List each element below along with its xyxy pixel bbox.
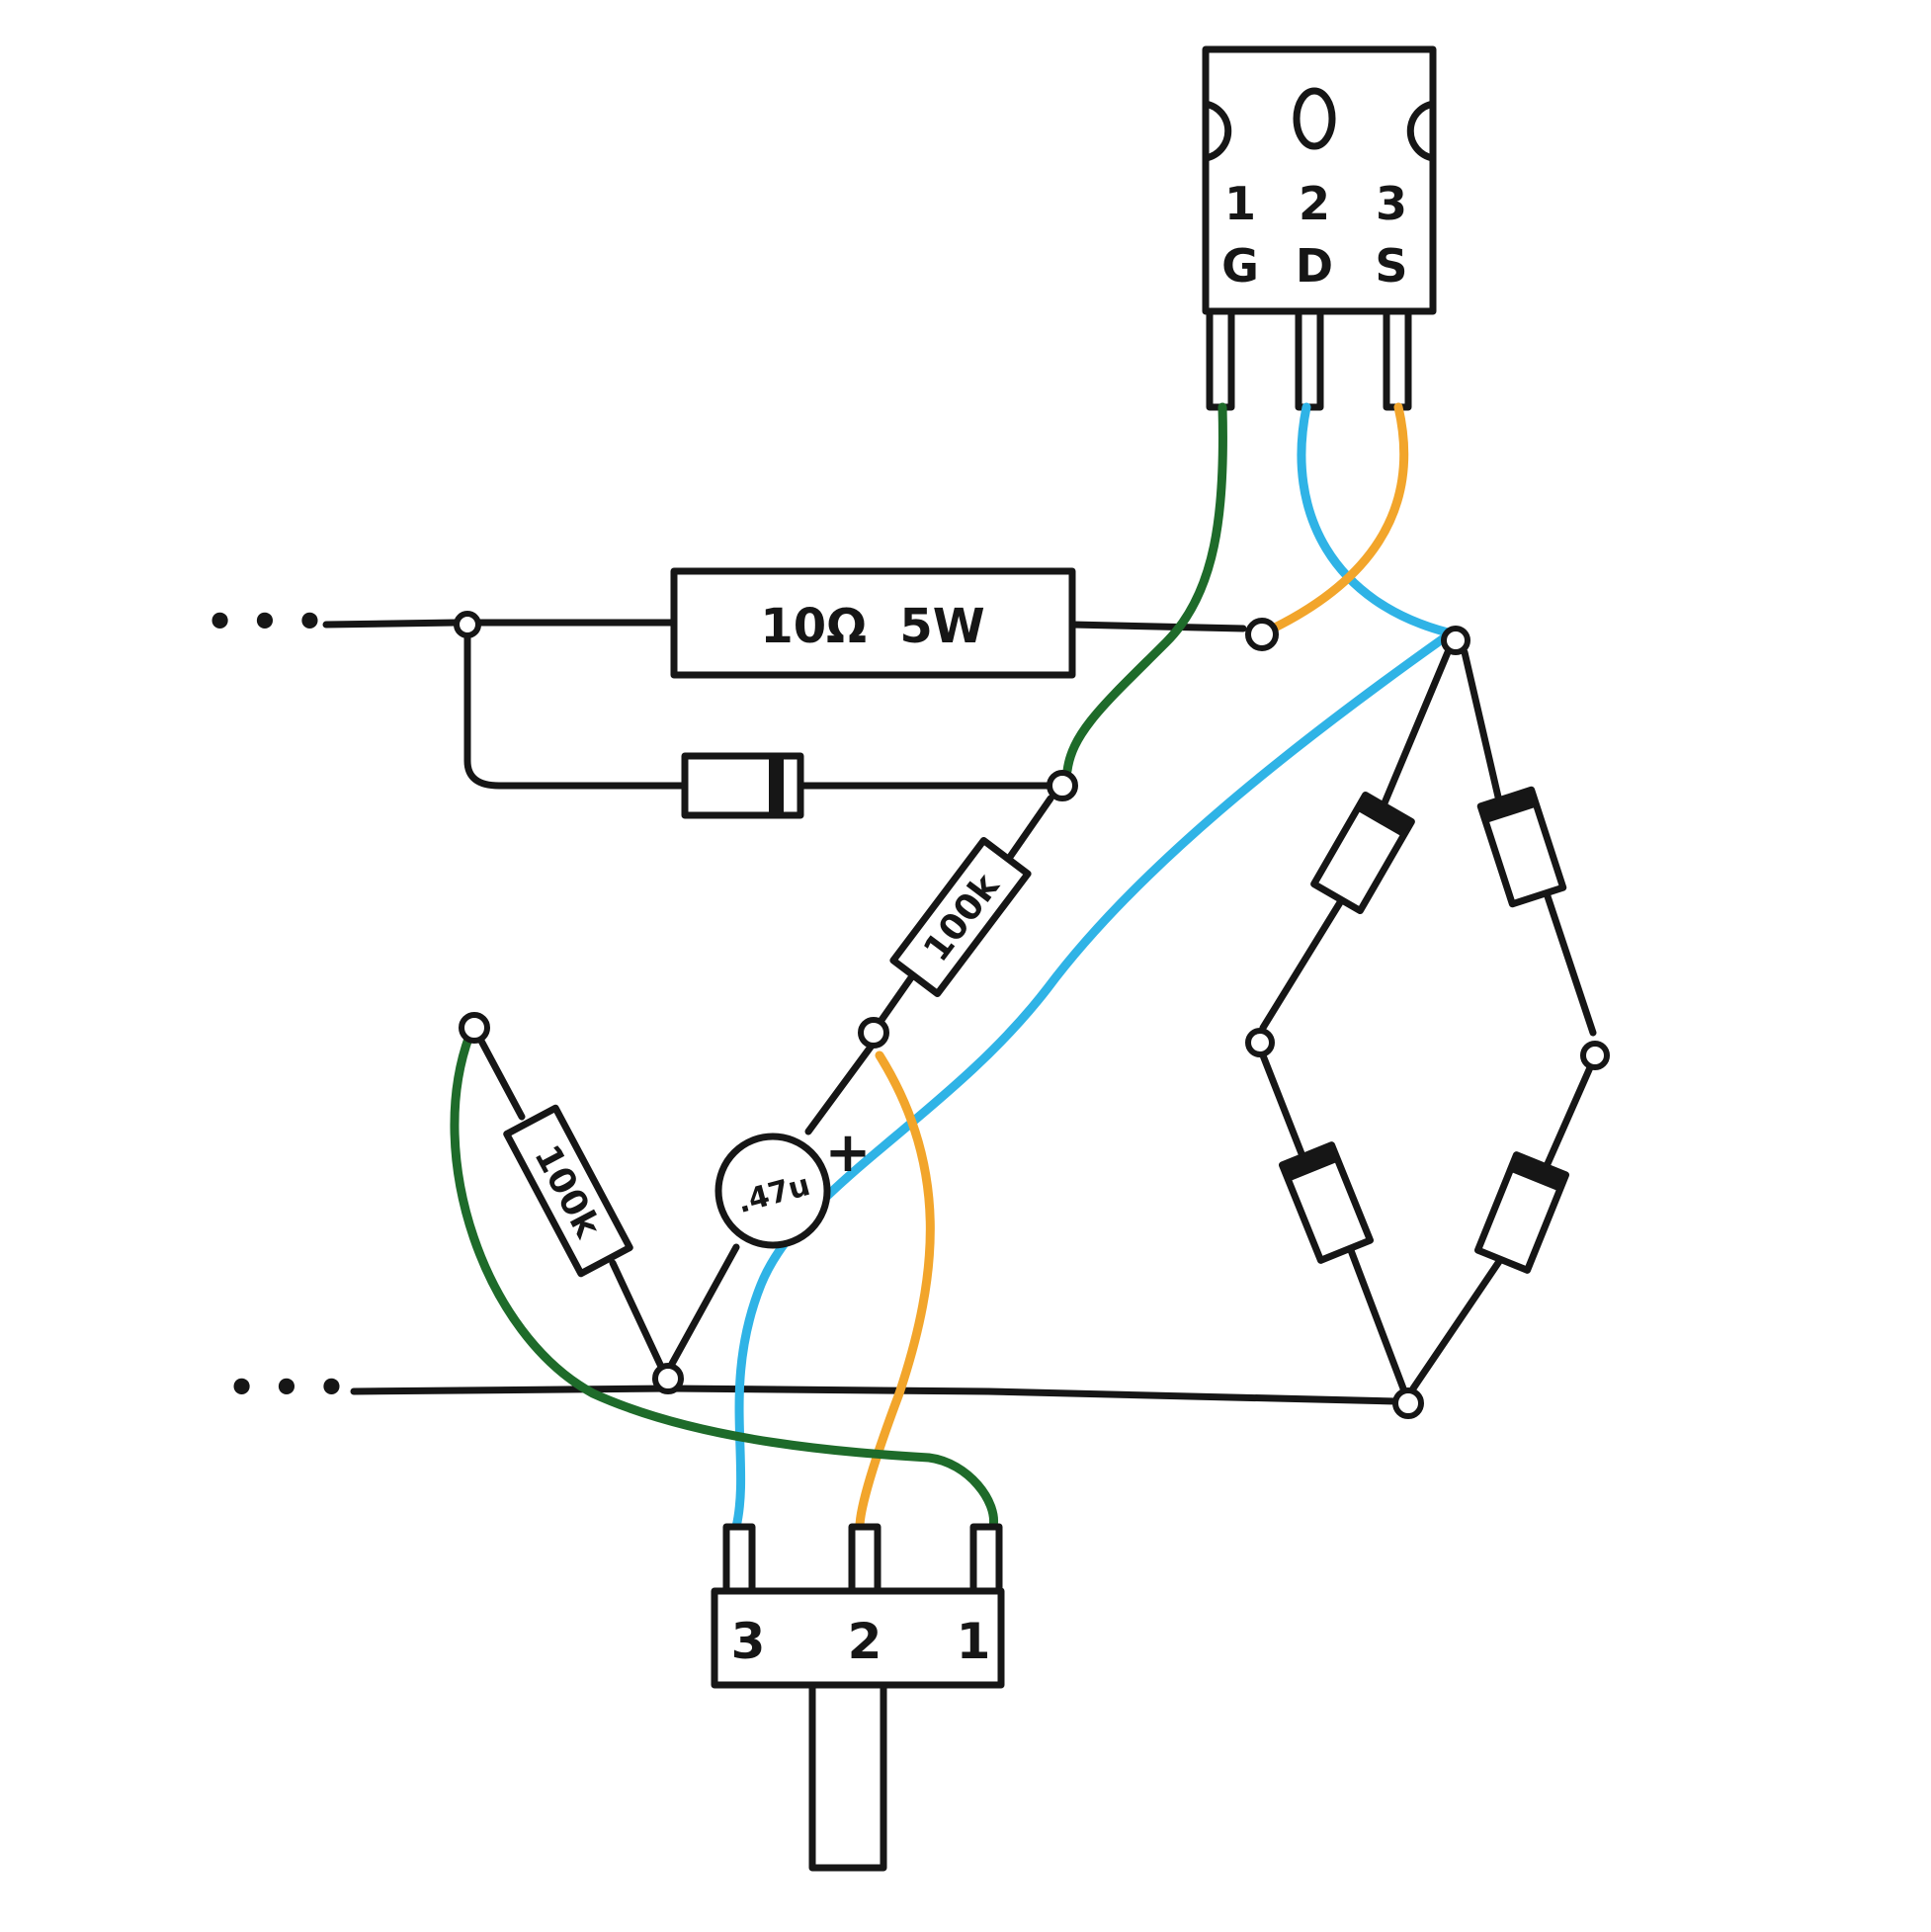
node-bridge-bottom	[1392, 1387, 1424, 1419]
pot-pin-3-leg	[722, 1523, 756, 1595]
bridge-diode-1-band	[1356, 795, 1412, 838]
pot-pin-1-leg	[969, 1523, 1003, 1595]
mosfet-leg-drain	[1295, 307, 1324, 411]
pot-pin-1-label: 1	[957, 1613, 991, 1670]
bridge-wire-3	[1461, 648, 1504, 809]
bridge-wire-7	[1345, 1241, 1407, 1392]
node-lower-100k-top	[459, 1012, 490, 1044]
bridge-wire-2	[1259, 895, 1346, 1032]
resistor-10ohm-label: 10Ω 5W	[760, 599, 984, 654]
pot-pin3-wire	[731, 632, 1450, 1532]
node-bottom-junction	[652, 1363, 684, 1394]
bridge-diode-2-band	[1480, 790, 1538, 824]
pot-pin-3-label: 3	[731, 1613, 766, 1670]
bridge-diode-3-band	[1282, 1144, 1339, 1182]
source-wire	[1270, 402, 1409, 632]
capacitor-body	[714, 1133, 831, 1249]
node-drain-bridge-top	[1441, 626, 1470, 655]
bridge-wire-1	[1380, 648, 1452, 809]
bridge-diode-1	[1310, 791, 1415, 915]
resistor-100k-upper: 100k	[889, 836, 1032, 998]
node-to-capacitor-wire	[804, 1042, 876, 1135]
bottom-rail-wire	[350, 1385, 1399, 1405]
black-wiring	[322, 619, 1597, 1405]
mosfet-left-notch	[1202, 100, 1232, 162]
gate-wire	[1062, 402, 1227, 776]
bridge-wire-4	[1540, 881, 1597, 1037]
resistor-100k-lower: 100k	[503, 1104, 633, 1278]
mosfet-pin-3-number: 3	[1376, 177, 1407, 230]
mosfet-pin-gate-label: G	[1221, 239, 1259, 293]
pot-shaft	[808, 1681, 887, 1872]
top-rail-wire-left	[322, 619, 461, 629]
capacitor-047u: .47u +	[714, 1121, 872, 1249]
capacitor-polarity-mark: +	[825, 1121, 872, 1185]
node-bridge-left	[1245, 1028, 1275, 1057]
node-gate-junction	[1047, 770, 1078, 801]
diode-horizontal-cathode-band	[769, 756, 784, 815]
mosfet-right-notch	[1406, 100, 1437, 162]
mosfet-pin-drain-label: D	[1296, 239, 1333, 293]
pot-pin1-wire	[450, 1031, 999, 1532]
100k-upper-to-node-wire	[876, 969, 918, 1027]
mosfet-leg-gate	[1206, 307, 1235, 411]
pot-pin-2-label: 2	[848, 1613, 882, 1670]
bridge-wire-6	[1543, 1061, 1595, 1170]
resistor-100k-lower-body	[503, 1104, 633, 1278]
mosfet-pin-1-number: 1	[1224, 177, 1256, 230]
capacitor-to-junction-wire	[668, 1243, 740, 1368]
node-source-terminal	[1245, 618, 1279, 651]
resistor-10ohm-5w: 10Ω 5W	[670, 567, 1076, 679]
bridge-diode-4	[1473, 1151, 1570, 1274]
lower-100k-bottom-wire	[609, 1259, 666, 1373]
bridge-wire-5	[1259, 1051, 1308, 1165]
drain-wire	[1297, 402, 1453, 637]
top-rail-wire-right	[1068, 621, 1247, 632]
mosfet-leg-source	[1383, 307, 1412, 411]
top-rail-continuation: • • •	[206, 595, 324, 648]
bridge-diode-2	[1476, 786, 1567, 908]
diode-branch-wire	[463, 630, 689, 790]
mosfet-pin-2-number: 2	[1299, 177, 1330, 230]
junction-nodes	[454, 611, 1610, 1419]
mosfet-mount-hole	[1293, 87, 1336, 150]
lower-100k-top-wire	[471, 1026, 526, 1121]
pot-pin2-wire	[855, 1050, 935, 1532]
node-cap-plus	[858, 1017, 889, 1049]
node-top-rail-left	[454, 611, 481, 638]
resistor-100k-upper-body	[889, 836, 1032, 998]
node-to-100k-upper-wire	[1004, 795, 1054, 864]
mosfet-transistor: 1 2 3 G D S	[1202, 45, 1437, 411]
diode-horizontal	[681, 752, 804, 819]
bridge-diode-2-body	[1476, 786, 1567, 908]
mosfet-pin-source-label: S	[1375, 239, 1407, 293]
bridge-wire-8	[1409, 1256, 1504, 1392]
node-bridge-right	[1580, 1041, 1610, 1070]
resistor-10ohm-body	[670, 567, 1076, 679]
bridge-diode-4-band	[1509, 1154, 1566, 1192]
bottom-rail-continuation: • • •	[227, 1361, 346, 1414]
bridge-diode-3	[1278, 1141, 1375, 1264]
potentiometer: 3 2 1	[711, 1523, 1005, 1872]
pot-pin-2-leg	[848, 1523, 882, 1595]
colored-wires	[450, 402, 1453, 1532]
